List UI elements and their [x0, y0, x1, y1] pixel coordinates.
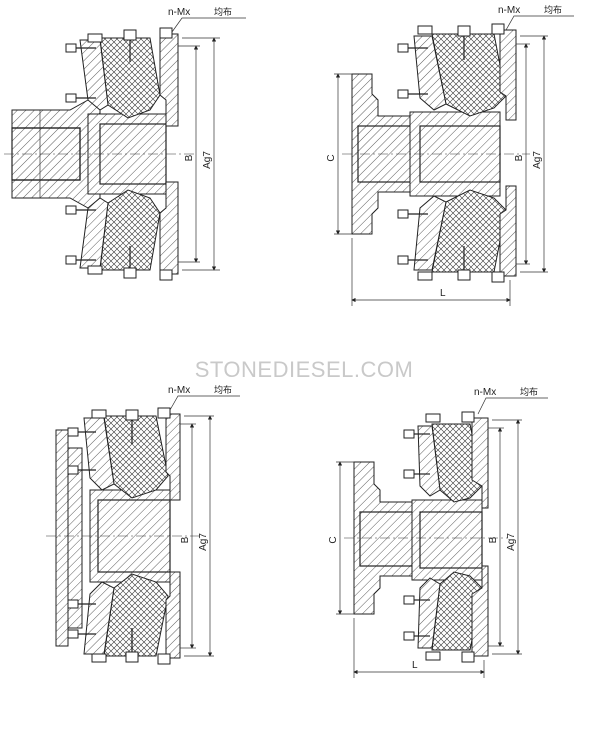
- dim-a-2: Ag7: [532, 151, 543, 169]
- bolt-set-flange: [461, 411, 475, 663]
- bolt-note-suffix-4: 均布: [520, 386, 538, 397]
- bolt-set-left: [65, 33, 103, 275]
- dim-c-2: C: [326, 154, 337, 161]
- bolt-note-prefix-1: n-Mx: [168, 7, 190, 18]
- dim-l-2: L: [440, 288, 446, 299]
- outer-flange-lower: [165, 571, 181, 659]
- outer-flange-upper: [471, 417, 489, 509]
- bolt-set-flange: [457, 23, 505, 283]
- dim-a-3: Ag7: [198, 533, 209, 551]
- watermark-text: STONEDIESEL.COM: [195, 357, 414, 382]
- bolt-note-suffix-1: 均布: [214, 6, 232, 17]
- dim-b-1: B: [184, 154, 195, 161]
- outer-flange-upper: [165, 413, 181, 501]
- bolt-note-suffix-3: 均布: [214, 384, 232, 395]
- dim-a-1: Ag7: [202, 151, 213, 169]
- bolt-note-prefix-2: n-Mx: [498, 5, 520, 16]
- outer-flange-upper: [499, 29, 517, 121]
- bolt-set-flange: [123, 27, 173, 281]
- bolt-set-left: [67, 409, 107, 663]
- dim-c-4: C: [328, 536, 339, 543]
- bolt-set-left: [403, 413, 441, 661]
- coupling-view-1: B Ag7 n-Mx 均布: [4, 6, 246, 281]
- inner-cylinder: [411, 499, 483, 581]
- dim-b-3: B: [180, 536, 191, 543]
- bolt-note-prefix-4: n-Mx: [474, 387, 496, 398]
- outer-flange-lower: [499, 185, 517, 277]
- dim-b-4: B: [488, 536, 499, 543]
- dim-b-2: B: [514, 154, 525, 161]
- bolt-set-left: [397, 25, 433, 281]
- dim-l-4: L: [412, 660, 418, 671]
- outer-flange-lower: [159, 181, 179, 275]
- outer-flange-upper: [159, 33, 179, 127]
- mount-plate: [55, 429, 69, 647]
- outer-flange-lower: [471, 565, 489, 657]
- rubber-element-lower: [103, 573, 169, 657]
- bolt-note-suffix-2: 均布: [544, 4, 562, 15]
- bolt-set-flange: [125, 407, 171, 665]
- rubber-element-upper: [103, 415, 169, 499]
- coupling-view-2: C B Ag7 L n-Mx 均布: [326, 4, 574, 306]
- coupling-view-4: C B Ag7 L n-Mx 均布: [328, 386, 548, 678]
- coupling-view-3: B Ag7 n-Mx 均布: [46, 384, 240, 665]
- dim-a-4: Ag7: [506, 533, 517, 551]
- bolt-note-prefix-3: n-Mx: [168, 385, 190, 396]
